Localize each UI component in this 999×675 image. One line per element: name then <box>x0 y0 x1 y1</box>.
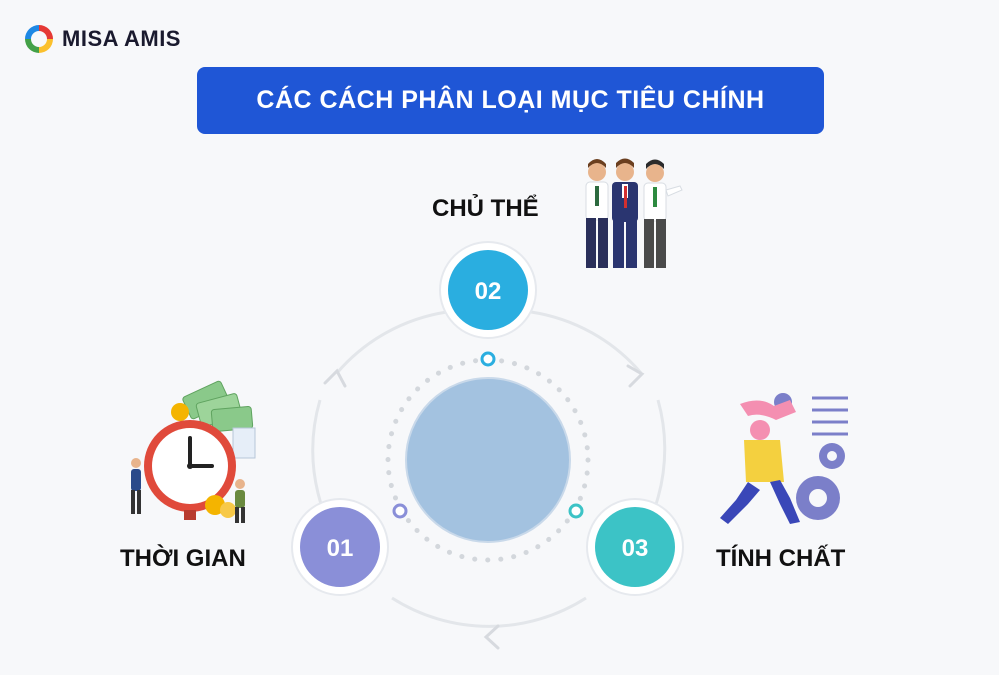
center-circle <box>405 377 571 543</box>
node-02: 02 <box>439 241 537 339</box>
node-01-number: 01 <box>327 535 354 562</box>
clock-money-icon <box>131 380 256 523</box>
brand-logo: MISA AMIS <box>22 22 181 56</box>
node-03-number: 03 <box>622 535 649 562</box>
arrow-right <box>626 364 645 388</box>
label-tinh-chat: TÍNH CHẤT <box>716 545 846 572</box>
ring-dot-left <box>392 503 408 519</box>
misa-logo-icon <box>25 25 53 53</box>
arrow-up-left <box>323 368 347 388</box>
gears-worker-icon <box>720 393 848 524</box>
business-people-icon <box>585 158 683 268</box>
brand-name: MISA AMIS <box>62 26 181 51</box>
arrow-bottom <box>483 624 500 650</box>
node-03: 03 <box>586 498 684 596</box>
ring-dot-top <box>480 351 496 367</box>
node-01: 01 <box>291 498 389 596</box>
label-thoi-gian: THỜI GIAN <box>120 545 246 572</box>
cycle-arrows <box>323 364 645 650</box>
title-banner: CÁC CÁCH PHÂN LOẠI MỤC TIÊU CHÍNH <box>197 67 824 134</box>
page-title: CÁC CÁCH PHÂN LOẠI MỤC TIÊU CHÍNH <box>256 86 765 114</box>
cycle-ring <box>311 310 667 628</box>
node-02-number: 02 <box>475 278 502 305</box>
ring-dot-right <box>568 503 584 519</box>
label-chu-the: CHỦ THỂ <box>432 195 539 222</box>
